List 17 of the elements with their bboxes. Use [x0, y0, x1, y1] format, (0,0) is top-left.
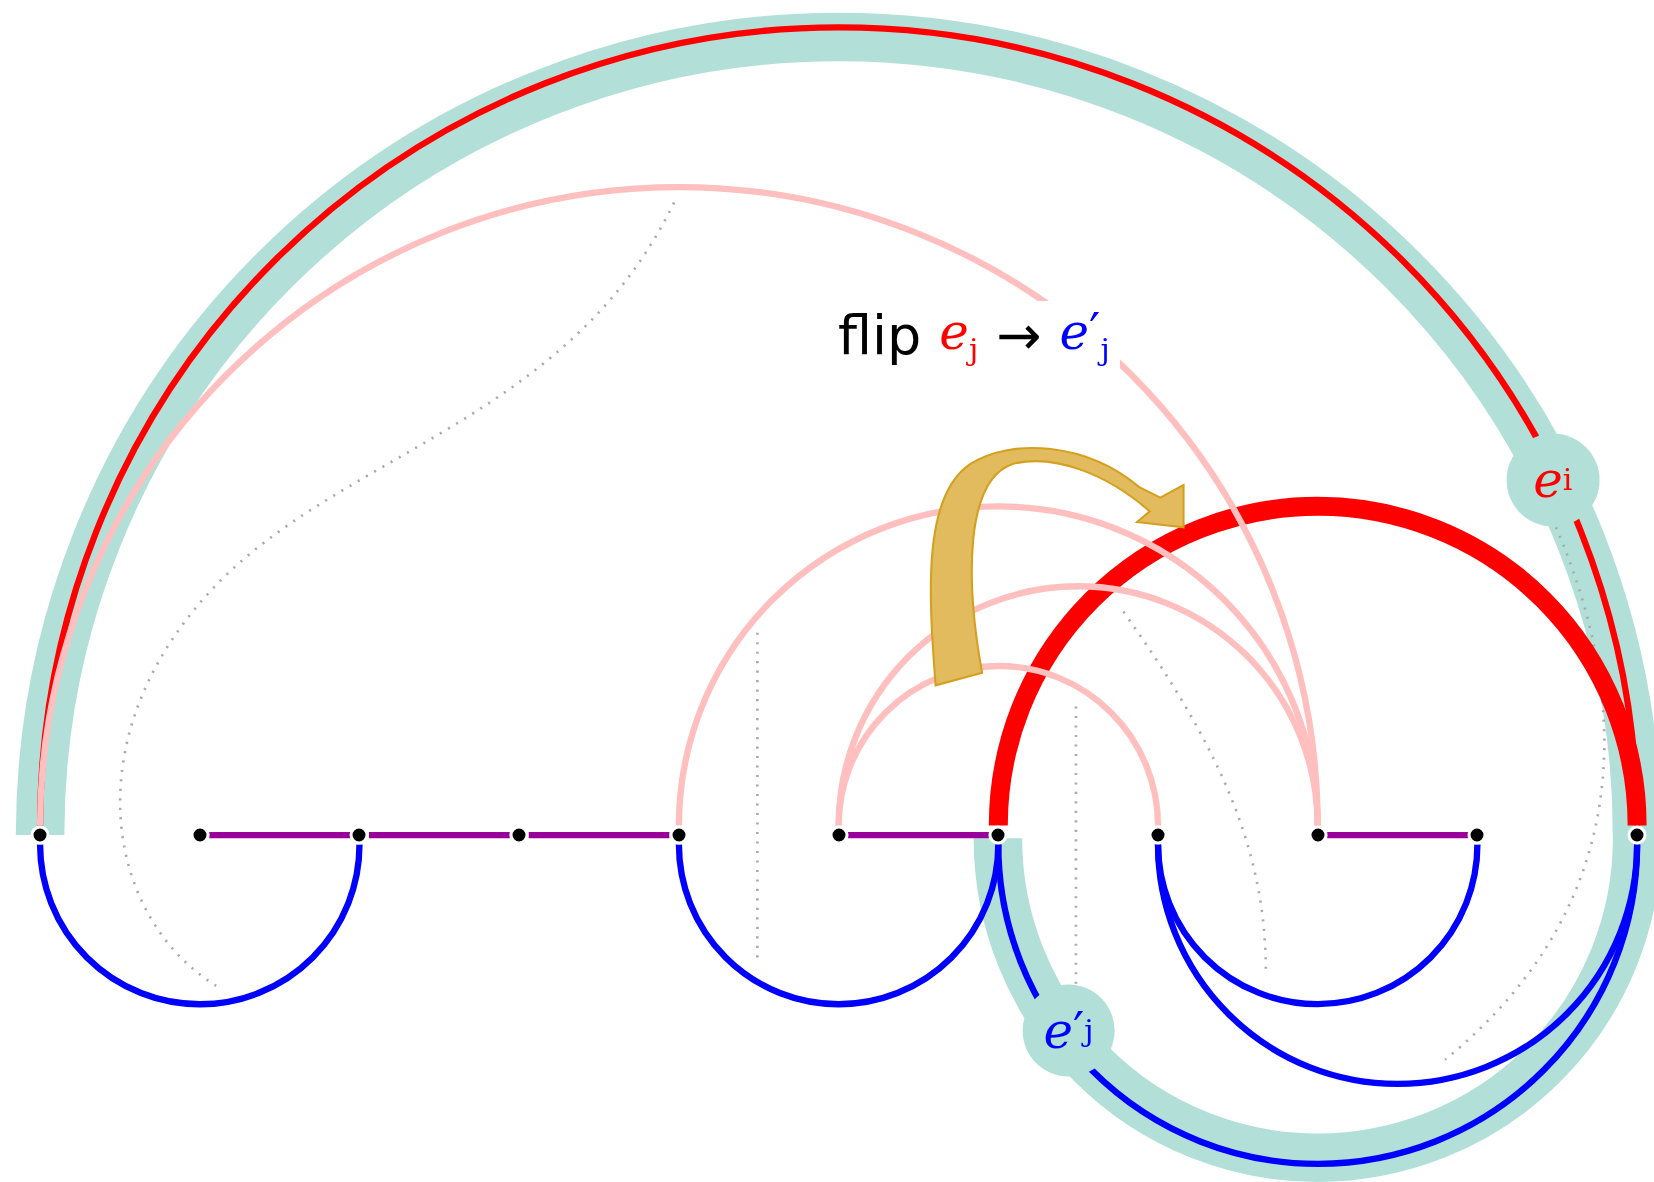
arc [36, 844, 363, 1008]
arc [1154, 844, 1641, 1087]
line-segment [1327, 831, 1468, 839]
math-label: e′$_{j}$ [1059, 306, 1110, 365]
math-label: e$_{j}$ [939, 306, 979, 365]
arc [835, 663, 1162, 826]
line-segment [369, 831, 510, 839]
arc [988, 497, 1647, 827]
arc [995, 844, 1641, 1167]
arc [675, 503, 1321, 826]
arc [36, 185, 1321, 826]
line-segment [848, 831, 989, 839]
line-segment [209, 831, 350, 839]
arc [835, 583, 1321, 826]
line-segment [528, 831, 670, 839]
flip-label: flip [838, 308, 922, 363]
arrow-symbol: → [996, 308, 1042, 363]
